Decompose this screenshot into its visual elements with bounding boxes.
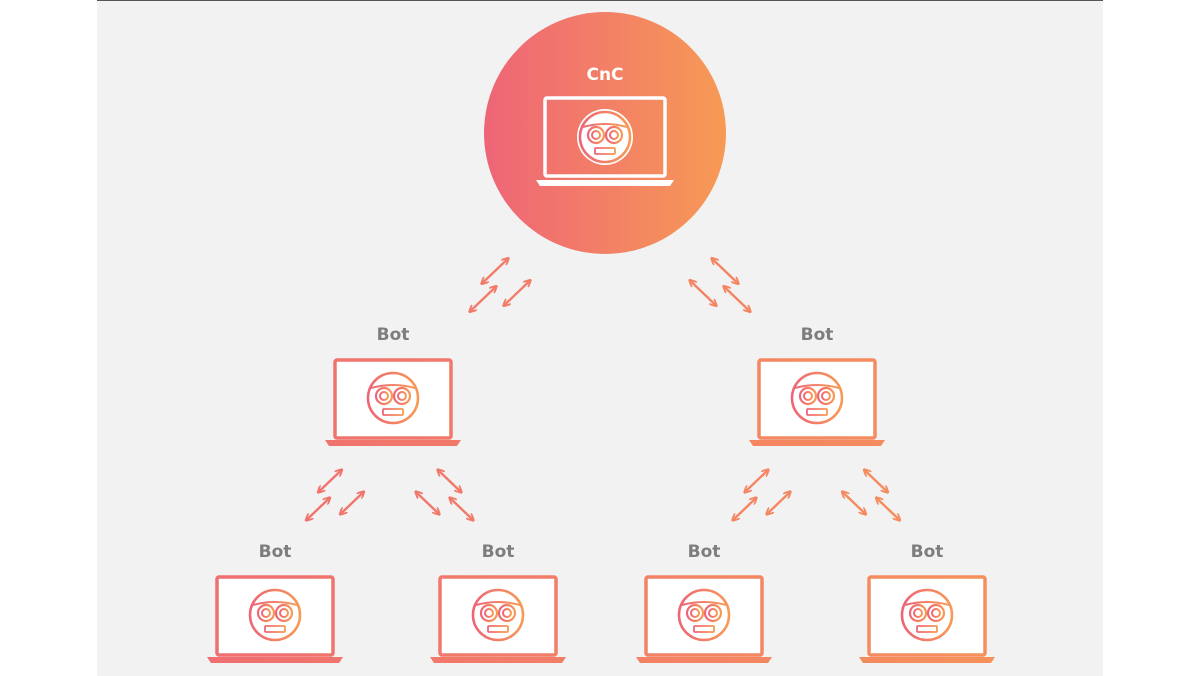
double-arrow-icon: [876, 498, 899, 520]
double-arrow-icon: [864, 470, 887, 492]
double-arrow-icon: [438, 470, 461, 492]
laptop-icon: [325, 358, 461, 446]
link-arrows: [470, 259, 530, 312]
laptop-icon: [430, 575, 566, 663]
link-arrows: [733, 470, 790, 520]
bot-label: Bot: [377, 325, 410, 345]
laptop-icon: [749, 358, 885, 446]
bot-node-bot-ll: Bot: [207, 542, 343, 663]
bot-label: Bot: [259, 542, 292, 562]
cnc-label: CnC: [586, 65, 623, 85]
double-arrow-icon: [340, 492, 363, 514]
link-arrows: [306, 470, 363, 520]
bot-node-bot-right: Bot: [749, 325, 885, 446]
double-arrow-icon: [470, 287, 496, 312]
connection-arrows: [306, 259, 899, 520]
link-arrows: [842, 470, 899, 520]
double-arrow-icon: [504, 281, 530, 306]
laptop-icon: [207, 575, 343, 663]
double-arrow-icon: [745, 470, 768, 492]
bot-label: Bot: [688, 542, 721, 562]
cnc-node: CnC: [484, 12, 726, 254]
cnc-laptop-icon: [536, 96, 674, 186]
double-arrow-icon: [306, 498, 329, 520]
link-arrows: [416, 470, 473, 520]
double-arrow-icon: [482, 259, 508, 284]
double-arrow-icon: [842, 492, 865, 514]
double-arrow-icon: [712, 259, 738, 284]
double-arrow-icon: [450, 498, 473, 520]
bot-label: Bot: [482, 542, 515, 562]
bot-node-bot-lr: Bot: [430, 542, 566, 663]
double-arrow-icon: [733, 498, 756, 520]
double-arrow-icon: [767, 492, 790, 514]
double-arrow-icon: [318, 470, 341, 492]
link-arrows: [690, 259, 750, 312]
laptop-icon: [859, 575, 995, 663]
double-arrow-icon: [690, 281, 716, 306]
bot-node-bot-rl: Bot: [636, 542, 772, 663]
double-arrow-icon: [724, 287, 750, 312]
bot-node-bot-rr: Bot: [859, 542, 995, 663]
double-arrow-icon: [416, 492, 439, 514]
bot-node-bot-left: Bot: [325, 325, 461, 446]
bot-label: Bot: [801, 325, 834, 345]
laptop-icon: [636, 575, 772, 663]
bot-label: Bot: [911, 542, 944, 562]
